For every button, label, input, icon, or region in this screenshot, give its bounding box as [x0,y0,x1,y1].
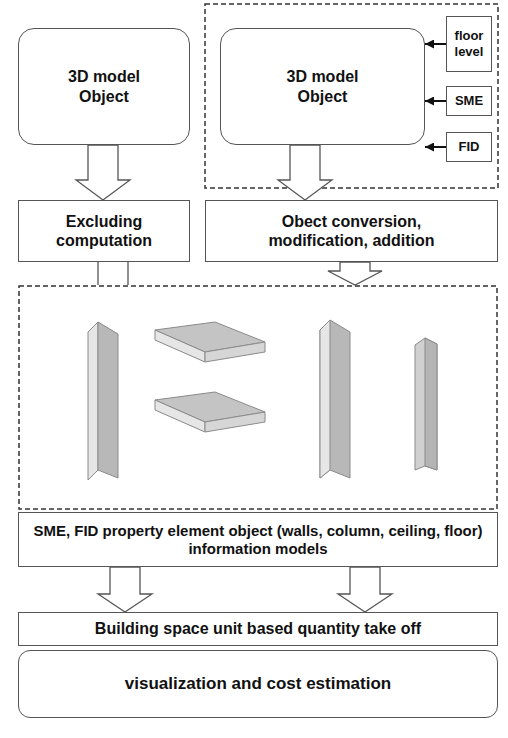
box-label: Obect conversion, modification, addition [247,212,457,250]
input-tag: FID [446,132,492,162]
slab-shape [205,412,265,432]
box-label: FID [459,139,480,155]
element-model-group: SME, FID property element object (walls,… [18,285,498,567]
box-label: visualization and cost estimation [125,674,391,694]
block-arrow [76,145,130,200]
input-arrow [425,43,446,45]
block-arrow [328,262,382,285]
dashed-frame [19,286,497,509]
column-shape [425,338,437,470]
dashed-group-frame [205,4,498,188]
box-label: Building space unit based quantity take … [95,619,421,638]
wall-shape [320,320,330,478]
block-arrow [98,567,152,612]
result-box: visualization and cost estimation [18,650,498,718]
wall-shape [320,320,350,478]
slab-shape [205,342,265,362]
caption-band: SME, FID property element object (walls,… [18,512,498,567]
element-illustration [18,285,498,510]
block-arrow [98,262,128,285]
input-arrow [425,100,446,102]
block-arrow [278,145,332,200]
model-box: 3D model Object [220,28,425,145]
slab-shape [155,400,205,432]
box-label: Excluding computation [29,212,179,250]
model-box: 3D model Object [18,28,190,145]
slab-shape [155,330,205,362]
box-label: SME, FID property element object (walls,… [28,522,488,558]
box-label: SME [455,93,483,109]
wall-shape [88,322,98,480]
input-tag: SME [446,86,492,116]
process-box: Obect conversion, modification, addition [205,200,498,262]
box-label: 3D model Object [54,67,154,105]
input-tag: floor level [446,16,492,72]
process-box: Excluding computation [18,200,190,262]
wall-shape [98,322,118,478]
box-label: floor level [449,28,489,59]
input-arrow [425,146,446,148]
column-shape [415,338,437,470]
block-arrow [338,567,392,612]
box-label: 3D model Object [273,67,373,105]
process-box: Building space unit based quantity take … [18,612,498,646]
